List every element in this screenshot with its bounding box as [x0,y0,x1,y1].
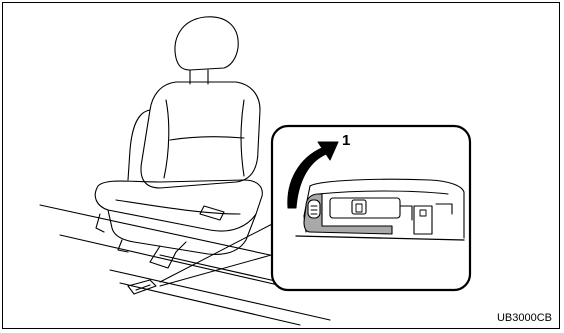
headrest [175,17,238,84]
lever-small [128,280,156,294]
callout-number: 1 [342,132,350,149]
detail-inset [272,126,470,290]
figure-code: UB3000CB [497,312,552,324]
seat-back [128,82,260,188]
